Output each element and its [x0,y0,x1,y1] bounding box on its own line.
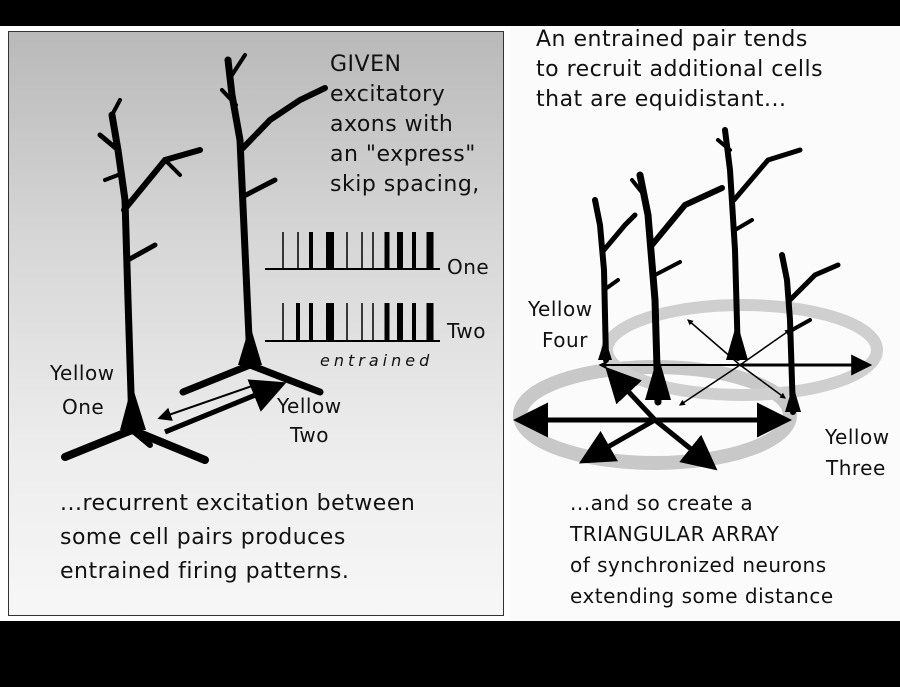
given-line: an "express" [330,140,480,170]
header-line: to recruit additional cells [536,55,823,85]
caption-line: ...and so create a [570,488,834,519]
given-line: excitatory [330,80,480,110]
left-caption: ...recurrent excitation between some cel… [60,487,415,589]
label-yellow-one-a: Yellow [50,360,115,387]
label-yellow-four-a: Yellow [528,296,593,323]
bottom-black-bar [0,621,900,687]
spike-train-one-label: One [447,254,489,281]
label-yellow-four-b: Four [542,327,588,354]
caption-line: TRIANGULAR ARRAY [570,519,834,550]
given-text-block: GIVEN excitatory axons with an "express"… [330,50,480,200]
spike-train-two-label: Two [447,318,486,345]
header-line: An entrained pair tends [536,25,823,55]
caption-line: of synchronized neurons [570,550,834,581]
caption-line: some cell pairs produces [60,521,415,555]
given-line: GIVEN [330,50,480,80]
spike-train-one [265,232,440,269]
right-header: An entrained pair tends to recruit addit… [536,25,823,115]
given-line: skip spacing, [330,170,480,200]
soma-yellow-one [120,385,146,430]
soma-yellow-two [238,325,262,365]
label-yellow-three-a: Yellow [825,424,890,451]
label-yellow-one-b: One [62,394,104,421]
spike-train-two [265,303,440,341]
label-yellow-three-b: Three [826,455,886,482]
label-yellow-two-b: Two [290,422,329,449]
entrained-label: entrained [320,351,433,370]
caption-line: ...recurrent excitation between [60,487,415,521]
header-line: that are equidistant... [536,85,823,115]
given-line: axons with [330,110,480,140]
right-caption: ...and so create a TRIANGULAR ARRAY of s… [570,488,834,612]
label-yellow-two-a: Yellow [277,393,342,420]
caption-line: entrained firing patterns. [60,555,415,589]
caption-line: extending some distance [570,581,834,612]
